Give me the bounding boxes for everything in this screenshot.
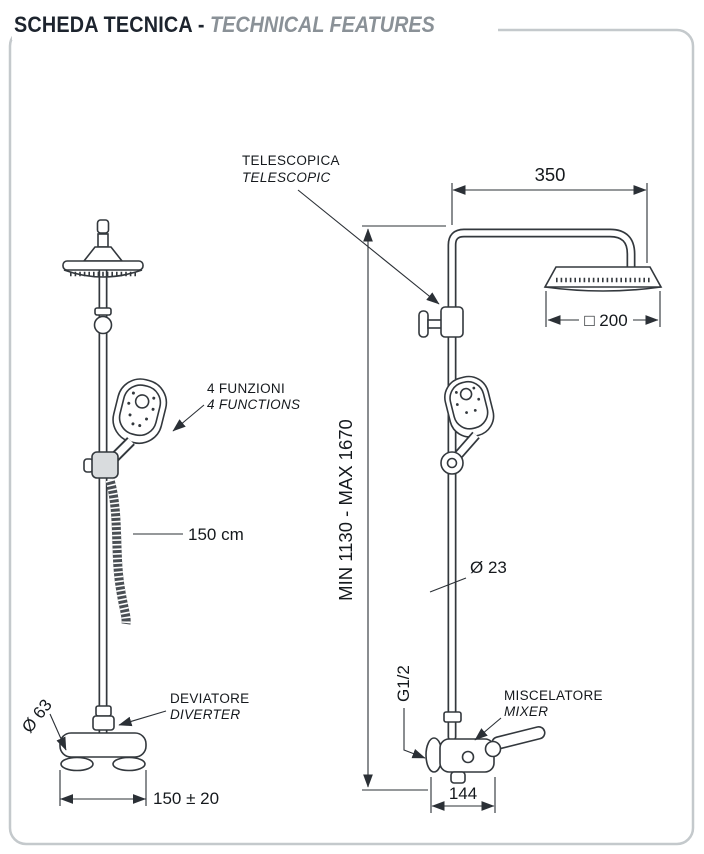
leader-flange-diameter bbox=[49, 713, 67, 751]
mixer-diverter-knob bbox=[461, 750, 475, 764]
dim-thread: G1/2 bbox=[394, 665, 413, 702]
left-top-knob bbox=[96, 219, 110, 234]
left-mixer-body bbox=[59, 732, 147, 772]
leader-hand-shower bbox=[172, 404, 205, 432]
dim-head-size: □ 200 bbox=[584, 311, 627, 330]
page-title: SCHEDA TECNICA -TECHNICAL FEATURES bbox=[14, 12, 435, 38]
label-diverter-en: DIVERTER bbox=[170, 707, 240, 722]
dim-mixer-width: 144 bbox=[449, 784, 477, 803]
left-hand-shower bbox=[112, 378, 168, 445]
dim-arm-projection-lines bbox=[451, 183, 648, 263]
left-pipe-joint bbox=[93, 307, 113, 335]
right-wall-flange bbox=[112, 756, 146, 772]
leader-mixer bbox=[474, 717, 502, 741]
leader-telescopic bbox=[297, 189, 440, 305]
dim-arm-projection: 350 bbox=[535, 164, 566, 185]
left-flexible-hose bbox=[105, 478, 131, 625]
dim-wall-centers-lines bbox=[59, 770, 147, 806]
label-mixer-en: MIXER bbox=[504, 704, 548, 719]
label-hand-shower-it: 4 FUNZIONI bbox=[207, 381, 285, 396]
left-shower-column bbox=[59, 219, 168, 772]
right-holder-knob bbox=[440, 451, 464, 475]
left-diverter bbox=[92, 705, 115, 731]
dim-flange-diameter: Ø 63 bbox=[18, 696, 56, 737]
mixer-outlet bbox=[450, 771, 466, 784]
label-telescopic-en: TELESCOPIC bbox=[242, 170, 331, 185]
dim-height-range-lines bbox=[362, 225, 446, 791]
telescopic-clamp bbox=[418, 306, 464, 338]
title-english: TECHNICAL FEATURES bbox=[210, 12, 435, 37]
dim-wall-centers: 150 ± 20 bbox=[153, 789, 219, 808]
label-hand-shower-en: 4 FUNCTIONS bbox=[207, 397, 300, 412]
leader-thread bbox=[403, 708, 426, 759]
label-telescopic-it: TELESCOPICA bbox=[242, 153, 340, 168]
label-diverter-it: DEVIATORE bbox=[170, 691, 249, 706]
left-slider-holder bbox=[83, 451, 119, 479]
dimension-lines bbox=[49, 183, 661, 813]
leader-diverter bbox=[118, 710, 167, 727]
right-shower-column bbox=[418, 228, 663, 784]
dim-height-range: MIN 1130 - MAX 1670 bbox=[335, 419, 356, 601]
dim-pipe-diameter: Ø 23 bbox=[470, 558, 507, 577]
right-riser-and-arm bbox=[447, 228, 636, 742]
dim-hose-length: 150 cm bbox=[188, 525, 244, 544]
mixer-lever-pivot bbox=[484, 740, 502, 758]
left-rain-head bbox=[62, 233, 144, 278]
right-hand-shower bbox=[444, 375, 495, 438]
right-mixer bbox=[425, 711, 546, 784]
leader-pipe-diameter bbox=[429, 577, 467, 593]
dim-head-size-lines bbox=[545, 291, 661, 327]
square-rain-head bbox=[543, 266, 663, 292]
left-wall-flange bbox=[60, 756, 94, 772]
dim-mixer-width-lines bbox=[430, 777, 496, 813]
title-italian: SCHEDA TECNICA - bbox=[14, 12, 205, 37]
label-mixer-it: MISCELATORE bbox=[504, 688, 603, 703]
sheet-header: SCHEDA TECNICA -TECHNICAL FEATURES bbox=[12, 10, 498, 40]
